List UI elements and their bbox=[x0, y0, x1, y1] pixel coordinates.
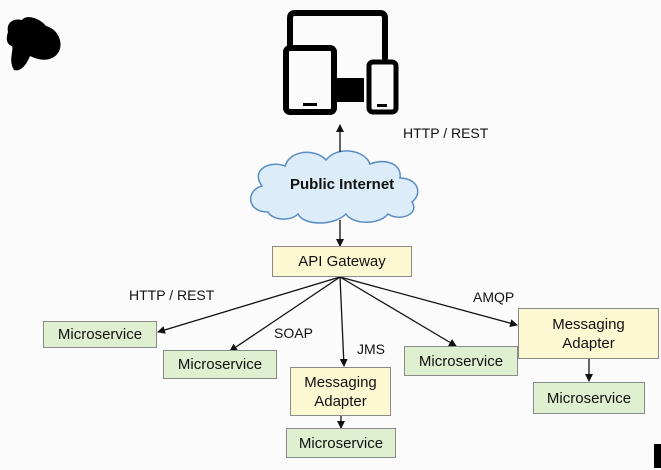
cloud-label: Public Internet bbox=[290, 176, 395, 193]
protocol-label-http-left: HTTP / REST bbox=[129, 287, 215, 303]
protocol-label-soap: SOAP bbox=[274, 325, 313, 341]
microservice-box-mid: Microservice bbox=[286, 428, 396, 458]
public-internet-cloud bbox=[250, 150, 419, 224]
devices-icon bbox=[283, 10, 399, 115]
protocol-label-jms: JMS bbox=[357, 341, 385, 357]
logo-mark-icon bbox=[6, 17, 61, 71]
protocol-label-http-top: HTTP / REST bbox=[403, 125, 489, 141]
microservice-box-1: Microservice bbox=[43, 321, 157, 348]
arrow-gateway-to-adapter-mid bbox=[339, 276, 348, 367]
protocol-label-amqp: AMQP bbox=[473, 289, 515, 305]
messaging-adapter-box-mid: Messaging Adapter bbox=[290, 367, 391, 416]
arrow-gateway-to-ms4 bbox=[339, 276, 457, 347]
microservice-box-4: Microservice bbox=[404, 346, 518, 376]
microservice-box-2: Microservice bbox=[163, 350, 277, 379]
edge-mark bbox=[654, 444, 661, 468]
arrow-gateway-to-ms2 bbox=[229, 276, 341, 352]
messaging-adapter-box-right: Messaging Adapter bbox=[518, 308, 659, 359]
microservice-box-right: Microservice bbox=[533, 382, 645, 414]
arrow-gateway-to-adapter-right bbox=[339, 276, 518, 328]
api-gateway-box: API Gateway bbox=[272, 246, 412, 277]
arrow-gateway-to-ms1 bbox=[157, 276, 341, 334]
